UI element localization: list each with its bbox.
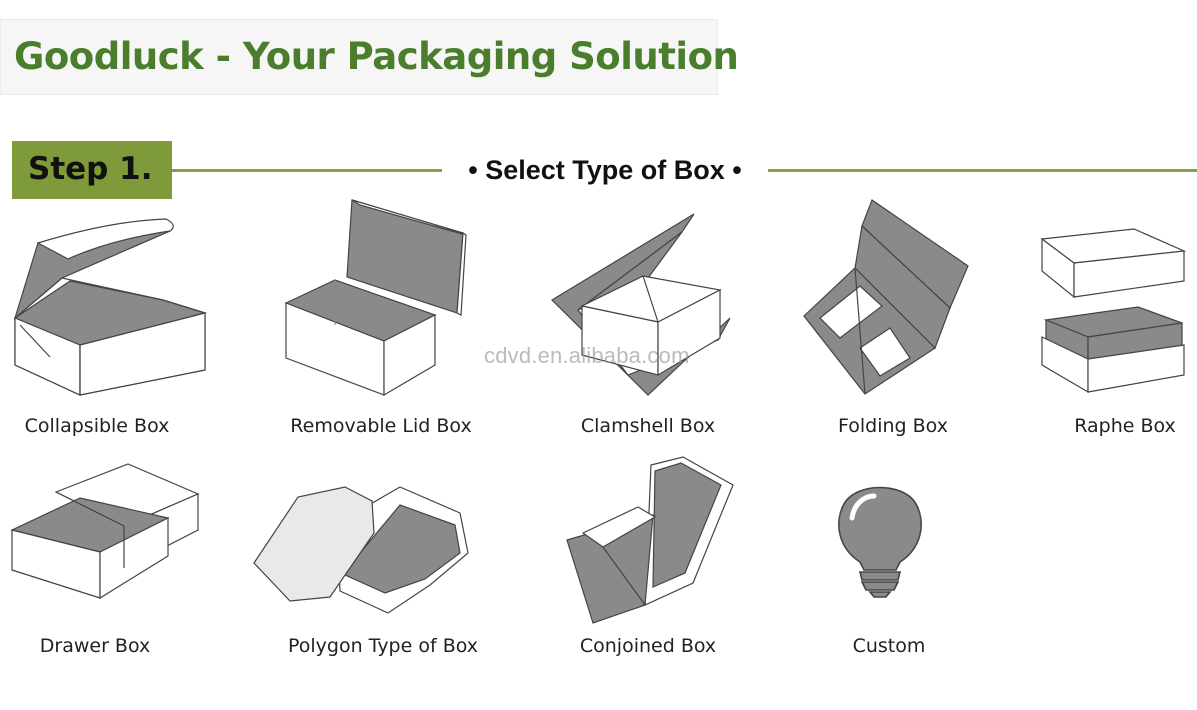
box-label-custom: Custom: [852, 635, 926, 657]
box-option-collapsible[interactable]: [10, 215, 210, 400]
polygon-box-icon: [253, 486, 469, 614]
box-option-removable-lid[interactable]: [280, 195, 480, 400]
header-band: [0, 19, 718, 95]
box-label-polygon: Polygon Type of Box: [287, 635, 479, 657]
box-option-raphe[interactable]: [1038, 225, 1188, 400]
clamshell-box-icon: [551, 213, 731, 396]
lightbulb-icon: [838, 486, 922, 598]
box-option-clamshell[interactable]: [548, 210, 738, 400]
box-option-folding[interactable]: [800, 198, 975, 400]
box-label-conjoined: Conjoined Box: [579, 635, 717, 657]
folding-box-icon: [803, 199, 969, 395]
section-title: • Select Type of Box •: [468, 155, 742, 185]
box-label-raphe: Raphe Box: [1074, 415, 1176, 437]
raphe-box-icon: [1040, 228, 1187, 394]
box-label-clamshell: Clamshell Box: [580, 415, 716, 437]
box-option-custom[interactable]: [830, 482, 930, 600]
step-label: Step 1.: [28, 151, 153, 187]
page-title: Goodluck - Your Packaging Solution: [14, 35, 739, 78]
box-option-drawer[interactable]: [8, 460, 203, 600]
box-option-polygon[interactable]: [250, 483, 475, 618]
divider-right: [768, 169, 1197, 172]
collapsible-box-icon: [13, 218, 208, 396]
divider-left: [172, 169, 442, 172]
box-label-removable-lid: Removable Lid Box: [290, 415, 472, 437]
box-label-folding: Folding Box: [838, 415, 948, 437]
box-label-drawer: Drawer Box: [39, 635, 151, 657]
step-badge: Step 1.: [12, 141, 172, 199]
box-option-conjoined[interactable]: [563, 455, 738, 627]
removable-lid-box-icon: [284, 199, 467, 397]
drawer-box-icon: [10, 463, 200, 600]
watermark: cdvd.en.alibaba.com: [484, 343, 690, 368]
box-label-collapsible: Collapsible Box: [24, 415, 170, 437]
conjoined-box-icon: [566, 456, 734, 624]
